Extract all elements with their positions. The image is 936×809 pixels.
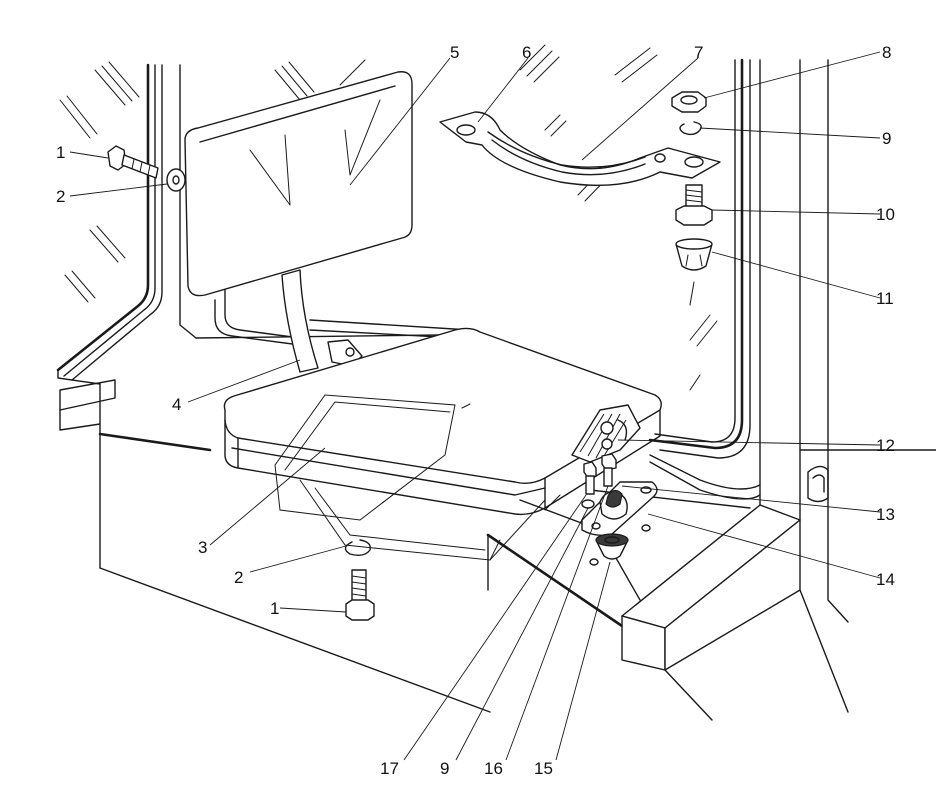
callout-labels: 1 2 5 6 7 8 9 10 11 4 12 13 3 14 2 1 17 …	[56, 43, 895, 778]
seat-cushion	[223, 327, 662, 516]
hardware-top-right	[671, 91, 713, 306]
callout-17: 17	[380, 759, 399, 778]
backrest	[184, 71, 413, 373]
hardware-left	[107, 145, 375, 621]
callout-8: 8	[882, 43, 891, 62]
callout-16: 16	[484, 759, 503, 778]
callout-12: 12	[876, 436, 895, 455]
callout-4: 4	[172, 395, 181, 414]
callout-13: 13	[876, 505, 895, 524]
callout-14: 14	[876, 570, 895, 589]
callout-2: 2	[56, 187, 65, 206]
callout-9-top: 9	[882, 129, 891, 148]
seat-box	[59, 334, 849, 721]
callout-1-lower: 1	[270, 599, 279, 618]
callout-2-lower: 2	[234, 568, 243, 587]
callout-5: 5	[450, 43, 459, 62]
projection-outline	[274, 394, 561, 561]
glass-reflection-lines	[59, 44, 718, 391]
callout-1: 1	[56, 143, 65, 162]
callout-10: 10	[876, 205, 895, 224]
callout-11: 11	[876, 289, 894, 308]
callout-7: 7	[694, 43, 703, 62]
callout-9-bottom: 9	[440, 759, 449, 778]
hardware-lower	[581, 453, 658, 566]
leader-lines	[69, 51, 881, 761]
callout-6: 6	[522, 43, 531, 62]
handle-assembly	[439, 111, 721, 187]
callout-15: 15	[534, 759, 553, 778]
callout-3: 3	[198, 538, 207, 557]
